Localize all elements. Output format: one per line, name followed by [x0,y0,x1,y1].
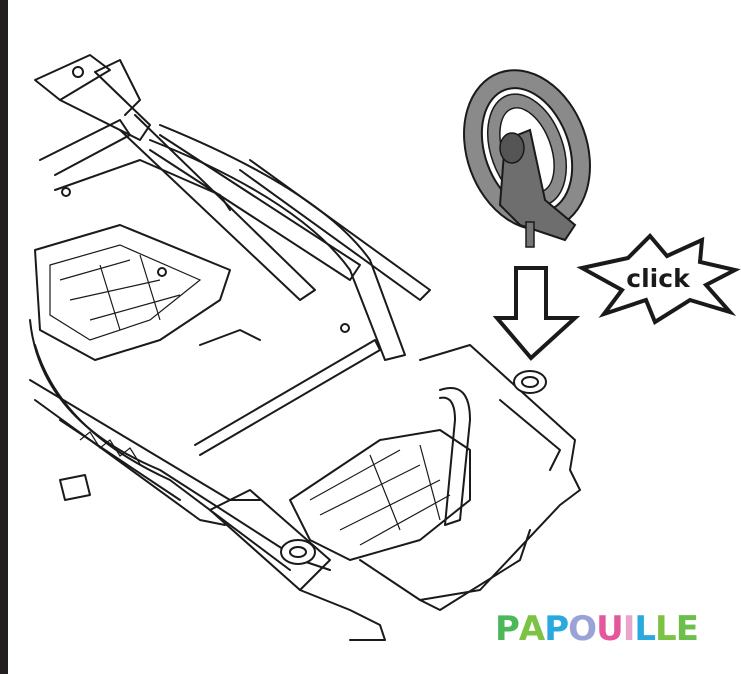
logo-letter: U [596,609,624,649]
stroller-frame [29,54,581,641]
logo-letter: I [622,609,636,649]
logo-letter: A [518,609,545,649]
papouille-logo: PAPOUILLE [495,609,699,649]
click-starburst: click [576,233,741,325]
page-edge-bar [0,0,8,674]
logo-letter: L [634,609,656,649]
logo-letter: L [655,609,677,649]
down-arrow-icon [492,266,581,361]
logo-letter: P [544,609,569,649]
logo-letter: P [495,609,520,649]
logo-letter: O [568,609,597,649]
click-label: click [626,264,691,293]
logo-letter: E [675,609,699,649]
caster-wheel-icon [463,69,591,248]
